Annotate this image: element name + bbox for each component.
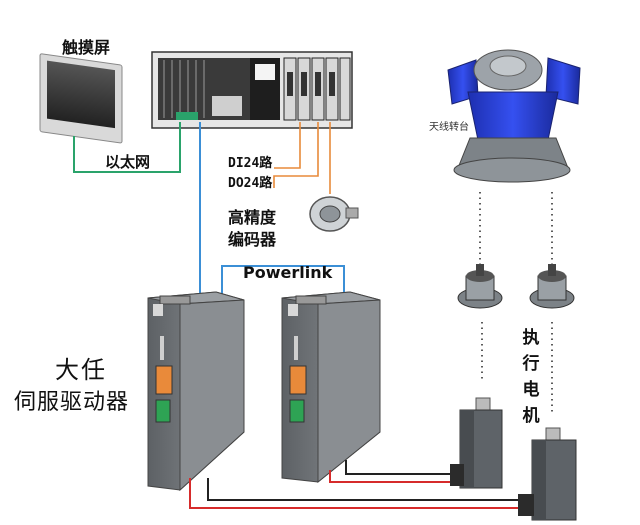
motor-2 <box>518 427 577 521</box>
ethernet-line <box>73 122 181 173</box>
powerlink-line-2 <box>221 265 345 296</box>
di-label: DI24路 <box>228 156 273 171</box>
motor-1 <box>450 397 503 489</box>
do-label: DO24路 <box>228 176 273 191</box>
di-line <box>274 122 301 169</box>
power-cable-red-2 <box>329 470 456 483</box>
encoder-label-line1: 高精度 <box>228 208 277 227</box>
touchscreen-device <box>39 53 123 144</box>
actuator-motor-label: 执行电机 <box>522 328 540 426</box>
encoder-device <box>309 196 359 232</box>
antenna-turntable-label: 天线转台 <box>429 122 469 133</box>
gearbox-2 <box>529 264 575 309</box>
touchscreen-label: 触摸屏 <box>62 38 111 57</box>
controller-device <box>151 51 353 129</box>
driver-label-line2: 伺服驱动器 <box>14 390 130 415</box>
antenna-turntable <box>447 49 581 183</box>
power-cable-black-2 <box>345 460 456 475</box>
encoder-line <box>273 122 319 188</box>
servo-drive-1 <box>147 291 245 492</box>
gearbox-1 <box>457 264 503 309</box>
driver-label-line1: 大任 <box>55 356 107 384</box>
power-cable-black-1 <box>207 478 520 501</box>
servo-drive-2 <box>281 291 381 484</box>
ethernet-label: 以太网 <box>105 153 151 171</box>
encoder-label-line2: 编码器 <box>228 230 277 249</box>
powerlink-label: Powerlink <box>243 263 333 282</box>
